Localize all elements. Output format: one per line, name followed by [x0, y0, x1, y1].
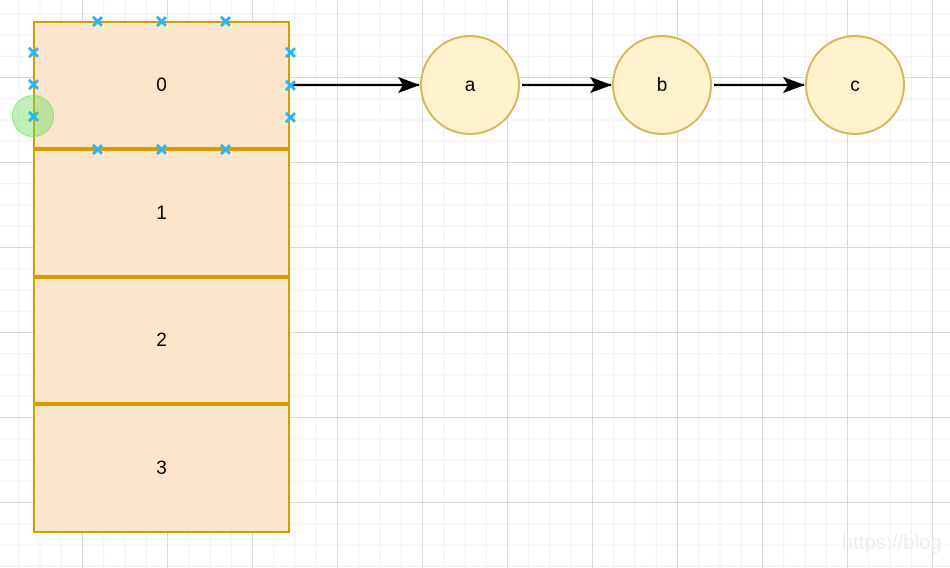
node-b-label: b [656, 74, 668, 96]
node-c[interactable]: c [805, 35, 905, 135]
array-cell-3[interactable]: 3 [33, 404, 290, 533]
array-cell-2[interactable]: 2 [33, 277, 290, 404]
array-cell-3-label: 3 [156, 458, 167, 479]
node-b[interactable]: b [612, 35, 712, 135]
connection-point-x-icon[interactable] [91, 15, 104, 28]
connection-point-x-icon[interactable] [284, 79, 297, 92]
array-cell-1-label: 1 [156, 202, 167, 224]
watermark: https://blog [841, 532, 942, 554]
connection-point-x-icon[interactable] [91, 143, 104, 156]
array-cell-1[interactable]: 1 [33, 149, 290, 277]
connection-point-x-icon[interactable] [219, 143, 232, 156]
connection-point-x-icon[interactable] [27, 78, 40, 91]
array-cell-2-label: 2 [156, 330, 167, 351]
array-cell-0-label: 0 [156, 74, 167, 96]
connection-point-x-icon[interactable] [284, 46, 297, 59]
node-a-label: a [464, 74, 476, 96]
array-cell-0[interactable]: 0 [33, 21, 290, 149]
connection-point-x-icon[interactable] [27, 46, 40, 59]
connection-point-x-icon[interactable] [155, 143, 168, 156]
connection-point-x-icon[interactable] [27, 110, 40, 123]
node-c-label: c [850, 74, 860, 96]
connection-point-x-icon[interactable] [284, 111, 297, 124]
connection-point-x-icon[interactable] [219, 15, 232, 28]
connection-point-x-icon[interactable] [155, 15, 168, 28]
node-a[interactable]: a [420, 35, 520, 135]
array-stack: 0 1 2 3 [33, 21, 290, 533]
